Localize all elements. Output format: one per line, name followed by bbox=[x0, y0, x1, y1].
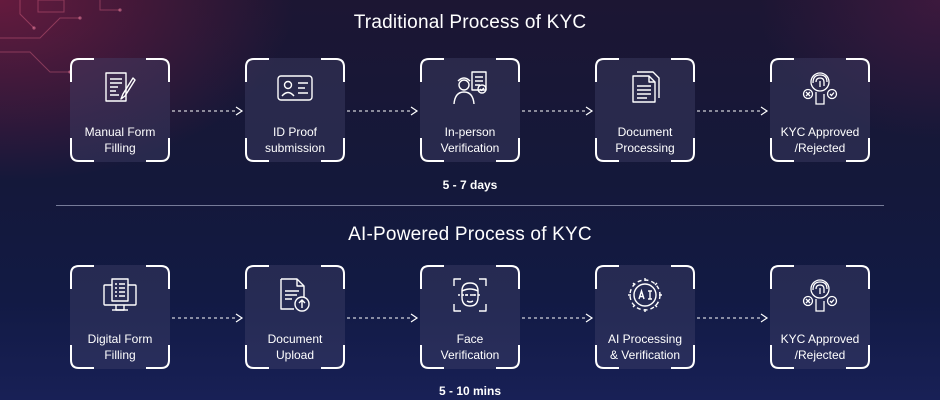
step-label-line2: Filling bbox=[104, 348, 136, 362]
card-corner-frame bbox=[770, 58, 870, 162]
flow-arrow bbox=[697, 313, 769, 323]
fingerprint-approve-reject-icon bbox=[802, 72, 838, 105]
card-corner-frame bbox=[595, 58, 695, 162]
pen-form-icon bbox=[105, 72, 136, 102]
step-label-line1: Document bbox=[617, 125, 673, 139]
card-corner-frame bbox=[245, 265, 345, 369]
step-label-line2: & Verification bbox=[609, 348, 681, 362]
traditional-duration: 5 - 7 days bbox=[442, 178, 498, 192]
flow-arrow bbox=[172, 313, 244, 323]
card-corner-frame bbox=[70, 58, 170, 162]
officer-checklist-icon bbox=[453, 71, 487, 105]
step-label-line1: Digital Form bbox=[87, 332, 153, 346]
card-corner-frame bbox=[595, 265, 695, 369]
traditional-section-title: Traditional Process of KYC bbox=[353, 12, 587, 33]
flow-arrow bbox=[172, 106, 244, 116]
card-corner-frame bbox=[770, 265, 870, 369]
monitor-form-icon bbox=[103, 278, 137, 311]
ai-section-title: AI-Powered Process of KYC bbox=[348, 224, 592, 245]
card-corner-frame bbox=[70, 265, 170, 369]
flow-arrow bbox=[522, 313, 594, 323]
step-label-line1: In-person bbox=[444, 125, 496, 139]
flow-arrow bbox=[697, 106, 769, 116]
step-label-line2: Processing bbox=[615, 141, 675, 155]
step-ai-processing-verification: AI Processing & Verification bbox=[595, 265, 695, 369]
step-label-line2: Upload bbox=[275, 348, 315, 362]
documents-icon bbox=[632, 71, 660, 103]
ai-gear-icon bbox=[628, 278, 662, 312]
card-corner-frame bbox=[420, 58, 520, 162]
card-corner-frame bbox=[245, 58, 345, 162]
id-card-icon bbox=[277, 75, 313, 101]
face-scan-icon bbox=[453, 278, 487, 312]
step-label-line2: Verification bbox=[440, 141, 500, 155]
step-label-line2: Filling bbox=[104, 141, 136, 155]
step-kyc-approved-rejected: KYC Approved/Rejected bbox=[770, 265, 870, 369]
flow-arrow bbox=[347, 313, 419, 323]
flow-arrow bbox=[522, 106, 594, 116]
document-upload-icon bbox=[280, 278, 310, 312]
step-id-proof-submission: ID Proof submission bbox=[245, 58, 345, 162]
step-label-line2: /Rejected bbox=[794, 348, 846, 362]
step-kyc-approved-rejected: KYC Approved/Rejected bbox=[770, 58, 870, 162]
step-label-line2: /Rejected bbox=[794, 141, 846, 155]
flow-arrow bbox=[347, 106, 419, 116]
card-corner-frame bbox=[420, 265, 520, 369]
fingerprint-approve-reject-icon bbox=[802, 279, 838, 312]
step-label-line1: Face bbox=[456, 332, 484, 346]
step-label-line1: ID Proof bbox=[272, 125, 317, 139]
step-label-line1: AI Processing bbox=[607, 332, 683, 346]
step-label-line1: Manual Form bbox=[84, 125, 156, 139]
step-label-line2: Verification bbox=[440, 348, 500, 362]
step-label-line1: KYC Approved bbox=[780, 125, 860, 139]
section-divider bbox=[56, 205, 884, 206]
ai-duration: 5 - 10 mins bbox=[438, 384, 502, 398]
step-label-line1: KYC Approved bbox=[780, 332, 860, 346]
step-label-line1: Document bbox=[267, 332, 323, 346]
step-label-line2: submission bbox=[264, 141, 326, 155]
